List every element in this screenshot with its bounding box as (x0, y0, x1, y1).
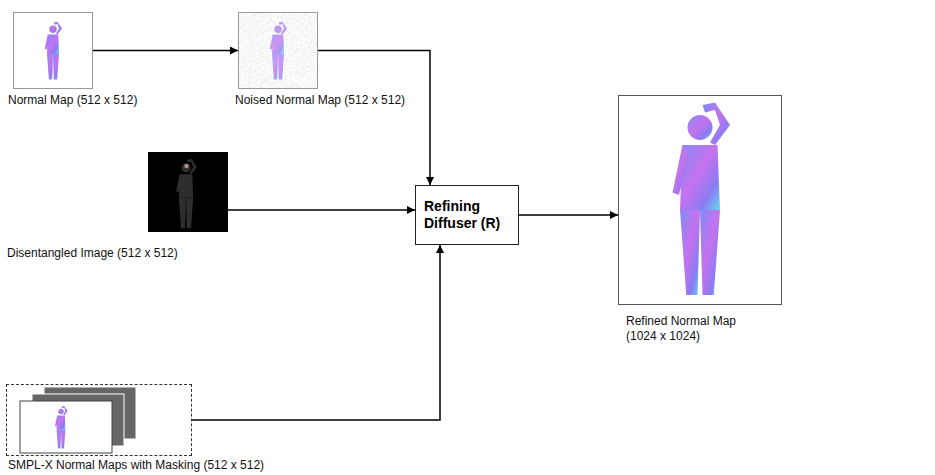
image-box: Noised Normal Map (512 x 512) (238, 12, 318, 89)
process-box: Refining Diffuser (R) (415, 185, 519, 245)
photo-ground (148, 152, 228, 232)
arrow (318, 51, 430, 186)
caption: Refined Normal Map (1024 x 1024) (626, 314, 751, 344)
image-box: Refined Normal Map (1024 x 1024) (618, 95, 782, 305)
caption: Disentangled Image (512 x 512) (7, 246, 178, 261)
page (20, 401, 112, 453)
process-label: Refining Diffuser (R) (424, 198, 510, 232)
arrow (93, 50, 238, 52)
image-box: Normal Map (512 x 512) (13, 12, 93, 89)
caption: Noised Normal Map (512 x 512) (235, 93, 405, 108)
arrow (192, 245, 440, 420)
figure (45, 22, 62, 80)
stack-box: SMPL-X Normal Maps with Masking (512 x 5… (6, 384, 192, 456)
figure (55, 406, 68, 448)
arrow (519, 214, 618, 216)
image-box: Disentangled Image (512 x 512) (148, 152, 228, 232)
figure (673, 103, 731, 296)
figure (176, 159, 197, 228)
caption: Normal Map (512 x 512) (8, 93, 137, 108)
arrow (228, 209, 415, 211)
face (184, 164, 188, 168)
figure (270, 22, 287, 80)
caption: SMPL-X Normal Maps with Masking (512 x 5… (8, 458, 264, 473)
noise (238, 12, 318, 89)
